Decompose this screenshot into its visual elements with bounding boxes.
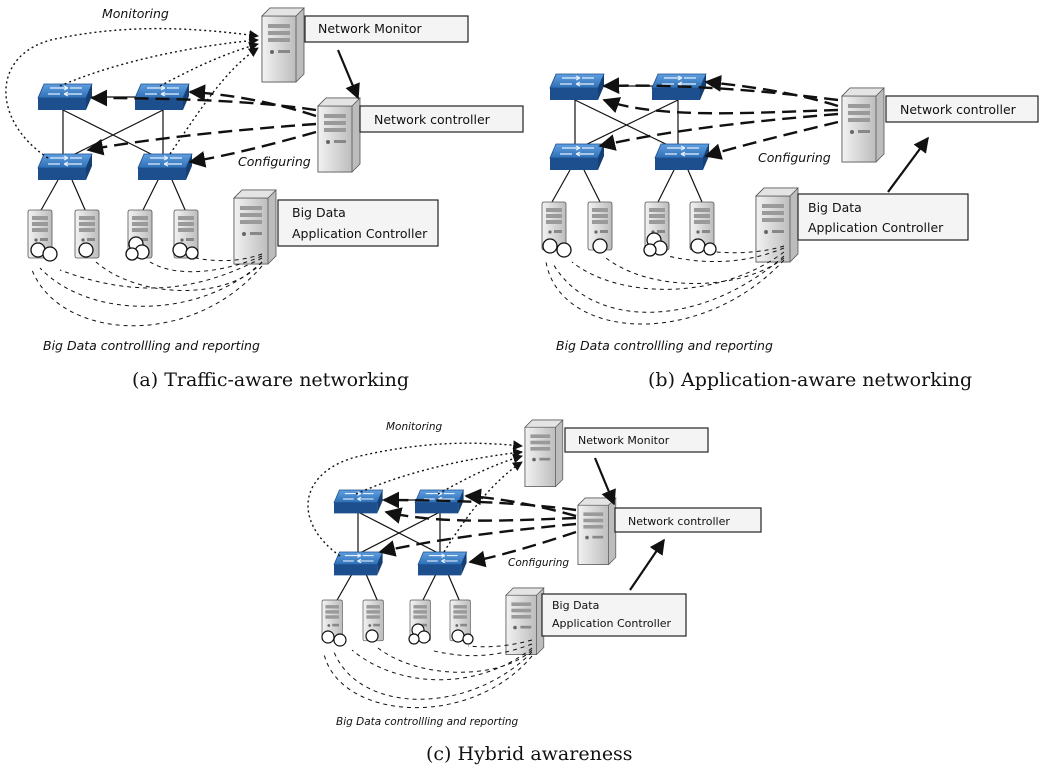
switch-icon <box>134 83 190 111</box>
network-controller-label: Network controller <box>900 102 1017 117</box>
app-controller-label-line1: Big Data <box>292 205 346 220</box>
app-controller-label-line1: Big Data <box>808 200 862 215</box>
monitoring-label: Monitoring <box>102 6 169 21</box>
reporting-curves <box>545 245 785 325</box>
switch-icon <box>417 551 468 576</box>
caption-b: (b) Application-aware networking <box>648 369 972 391</box>
reporting-curves <box>31 253 263 327</box>
app-controller-server-icon <box>233 189 277 265</box>
network-controller-server-icon <box>317 97 361 173</box>
panel-c: Network Monitor Network controller Big D… <box>307 419 762 765</box>
network-monitor-label: Network Monitor <box>318 21 423 36</box>
reporting-label: Big Data controllling and reporting <box>43 338 260 353</box>
app-to-controller-arrow <box>629 538 665 591</box>
app-controller-label-line1: Big Data <box>552 599 599 612</box>
network-controller-server-icon <box>577 497 617 566</box>
app-controller-label-line2: Application Controller <box>808 220 944 235</box>
task-circles <box>321 623 474 647</box>
switch-icon <box>654 143 710 171</box>
app-to-controller-arrow <box>887 136 929 193</box>
switch-icon <box>549 73 605 101</box>
configuring-label: Configuring <box>758 150 831 165</box>
configuring-label: Configuring <box>508 557 569 569</box>
switch-icon <box>549 143 605 171</box>
network-controller-box <box>885 95 1039 123</box>
network-monitor-box <box>304 15 469 43</box>
network-monitor-server-icon <box>524 419 564 488</box>
network-controller-label: Network controller <box>628 515 730 528</box>
switch-icon <box>333 489 384 514</box>
network-controller-box <box>359 105 524 133</box>
monitoring-label: Monitoring <box>386 421 442 433</box>
network-controller-box <box>614 507 762 533</box>
app-controller-label-line2: Application Controller <box>292 226 428 241</box>
app-controller-box <box>541 593 687 637</box>
switch-icon <box>37 153 93 181</box>
configuring-arrows <box>86 84 317 168</box>
configuring-label: Configuring <box>238 154 311 169</box>
switch-icon <box>37 83 93 111</box>
reporting-curves <box>323 639 533 708</box>
monitoring-arrows <box>5 27 259 159</box>
app-controller-label-line2: Application Controller <box>552 617 672 630</box>
reporting-label: Big Data controllling and reporting <box>556 338 773 353</box>
monitor-to-controller-arrow <box>336 49 360 100</box>
monitor-to-controller-arrow <box>593 457 616 506</box>
task-circles <box>30 236 199 262</box>
caption-a: (a) Traffic-aware networking <box>132 369 409 391</box>
network-monitor-label: Network Monitor <box>578 434 670 447</box>
network-controller-label: Network controller <box>374 112 491 127</box>
configuring-arrows <box>378 488 577 568</box>
caption-c: (c) Hybrid awareness <box>426 743 633 765</box>
reporting-label: Big Data controllling and reporting <box>336 716 519 728</box>
app-controller-server-icon <box>755 187 799 263</box>
app-controller-server-icon <box>505 587 545 656</box>
app-controller-box <box>797 193 969 241</box>
network-monitor-box <box>564 427 709 453</box>
switch-icon <box>137 153 193 181</box>
task-circles <box>542 232 717 258</box>
switch-icon <box>333 551 384 576</box>
app-controller-box <box>277 199 439 247</box>
panel-a: Network Monitor Network controller Big D… <box>5 6 524 391</box>
network-monitor-server-icon <box>261 7 305 83</box>
network-controller-server-icon <box>841 87 885 163</box>
panel-b: Network controller Big Data Application … <box>541 73 1039 391</box>
configuring-arrows <box>598 75 839 160</box>
